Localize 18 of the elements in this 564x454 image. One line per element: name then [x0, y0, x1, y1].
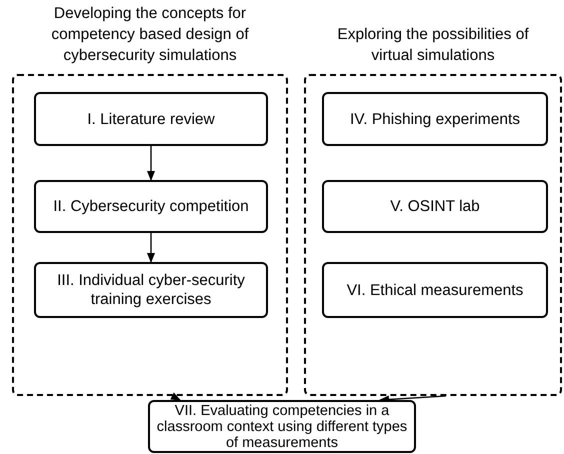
process-box [322, 180, 548, 233]
group-heading: Developing the concepts for competency based design of cybersecurity simulations [50, 4, 250, 66]
box-label: IV. Phishing experiments [350, 110, 520, 128]
box-label: II. Cybersecurity competition [53, 197, 249, 216]
process-box [34, 92, 268, 146]
arrow [170, 392, 181, 401]
group-heading: Exploring the possibilities of virtual simulations [336, 25, 530, 66]
arrow [147, 233, 155, 263]
box-label: III. Individual cyber-security training exercises [56, 271, 246, 309]
box-label: VI. Ethical measurements [346, 280, 524, 300]
box-label: V. OSINT lab [390, 197, 480, 216]
box-label: VII. Evaluating competencies in a classroom context using different types of measurements [156, 402, 408, 450]
arrow [147, 146, 155, 181]
process-box [34, 262, 268, 318]
process-box [34, 180, 268, 233]
process-box [322, 262, 548, 318]
process-box [322, 92, 548, 146]
box-label: I. Literature review [87, 110, 215, 128]
